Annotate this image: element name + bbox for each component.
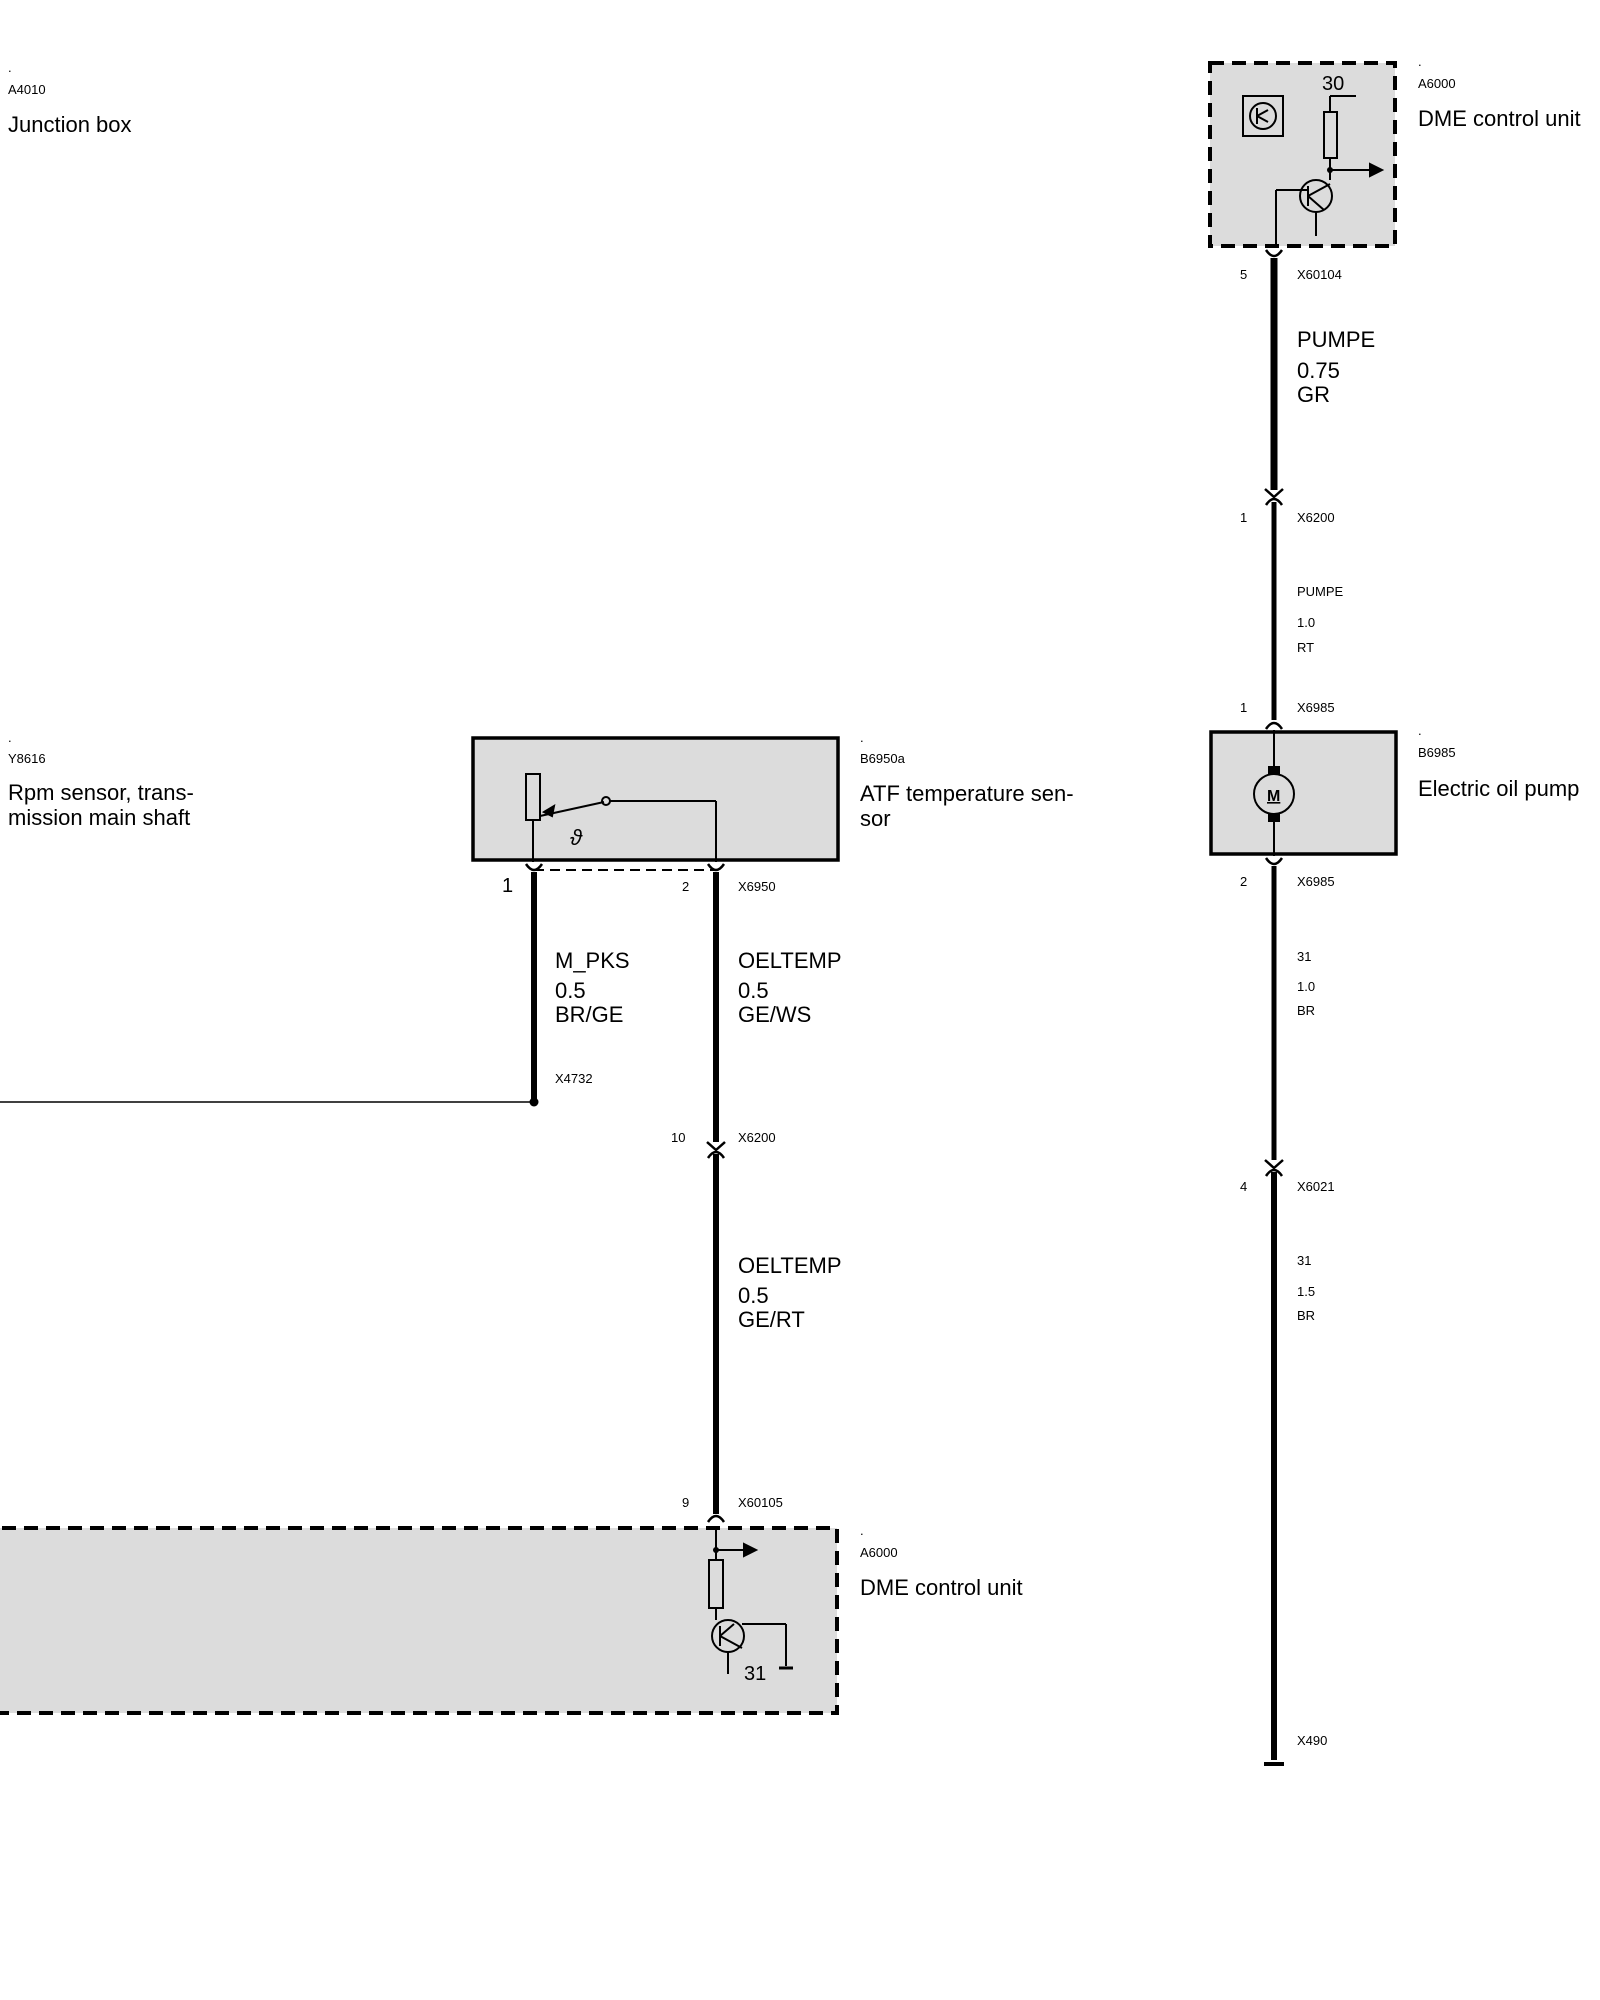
atf-sensor-internal — [525, 773, 717, 871]
junction-box-dot: . — [8, 60, 12, 75]
dme-top-terminal: 30 — [1322, 73, 1344, 95]
motor-brush-bottom — [1268, 814, 1280, 822]
wire-pumpe-075-size: 0.75 — [1297, 358, 1340, 383]
x6200-right-name: X6200 — [1297, 510, 1335, 525]
wire-ground-15-signal: 31 — [1297, 1253, 1311, 1268]
connector-symbols — [524, 249, 1284, 1523]
x6985-bottom-name: X6985 — [1297, 874, 1335, 889]
x6021-name: X6021 — [1297, 1179, 1335, 1194]
dme-bottom-terminal: 31 — [744, 1663, 766, 1685]
dme-bottom-internal — [708, 1528, 787, 1674]
x6200-right-pin: 1 — [1240, 510, 1247, 525]
x4732-name: X4732 — [555, 1071, 593, 1086]
dme-bottom-name: DME control unit — [860, 1575, 1023, 1600]
dme-bottom-box — [0, 1526, 839, 1715]
wire-ground-10-signal: 31 — [1297, 949, 1311, 964]
wire-oeltemp-rt-size: 0.5 — [738, 1283, 769, 1308]
dme-top-name: DME control unit — [1418, 106, 1581, 131]
wire-oeltemp-rt-signal: OELTEMP — [738, 1253, 842, 1278]
dme-top-box — [1208, 61, 1397, 248]
wire-m-pks-color: BR/GE — [555, 1002, 623, 1027]
dme-top-code: A6000 — [1418, 76, 1456, 91]
wire-pumpe-10-size: 1.0 — [1297, 615, 1315, 630]
wire-ground-10-color: BR — [1297, 1003, 1315, 1018]
x6950-name: X6950 — [738, 879, 776, 894]
dme-bottom-node — [713, 1547, 719, 1553]
atf-sensor-dot: . — [860, 730, 864, 745]
wire-ground-15-color: BR — [1297, 1308, 1315, 1323]
dme-top-dot: . — [1418, 54, 1422, 69]
wire-oeltemp-rt-color: GE/RT — [738, 1307, 805, 1332]
wire-oeltemp-ws-color: GE/WS — [738, 1002, 811, 1027]
oil-pump-code: B6985 — [1418, 745, 1456, 760]
x6985-top-name: X6985 — [1297, 700, 1335, 715]
wire-pumpe-075-signal: PUMPE — [1297, 327, 1375, 352]
x60104-name: X60104 — [1297, 267, 1342, 282]
atf-sensor-box — [471, 736, 840, 862]
dme-bottom-dot: . — [860, 1523, 864, 1538]
wire-pumpe-10-color: RT — [1297, 640, 1314, 655]
wire-ground-15-size: 1.5 — [1297, 1284, 1315, 1299]
motor-symbol: M — [1267, 788, 1280, 805]
motor-brush-top — [1268, 766, 1280, 774]
atf-sensor-code: B6950a — [860, 751, 906, 766]
temperature-icon: ϑ — [570, 825, 583, 850]
wire-oeltemp-ws-signal: OELTEMP — [738, 948, 842, 973]
rpm-sensor-name-2: mission main shaft — [8, 805, 190, 830]
dme-top-internal — [1242, 95, 1385, 246]
x60105-name: X60105 — [738, 1495, 783, 1510]
dme-top-node — [1327, 167, 1333, 173]
x60104-pin: 5 — [1240, 267, 1247, 282]
wire-pumpe-075-color: GR — [1297, 382, 1330, 407]
rpm-sensor-dot: . — [8, 730, 12, 745]
wire-ground-10-size: 1.0 — [1297, 979, 1315, 994]
x60105-pin: 9 — [682, 1495, 689, 1510]
x6985-top-pin: 1 — [1240, 700, 1247, 715]
wire-m-pks-size: 0.5 — [555, 978, 586, 1003]
oil-pump-dot: . — [1418, 723, 1422, 738]
junction-box-name: Junction box — [8, 112, 132, 137]
x6950-pin1: 1 — [502, 875, 513, 897]
x490-name: X490 — [1297, 1733, 1327, 1748]
wire-m-pks-signal: M_PKS — [555, 948, 630, 973]
oil-pump-box — [1209, 730, 1398, 856]
dme-bottom-code: A6000 — [860, 1545, 898, 1560]
x6950-pin2: 2 — [682, 879, 689, 894]
rpm-sensor-name-1: Rpm sensor, trans- — [8, 780, 194, 805]
rpm-sensor-code: Y8616 — [8, 751, 46, 766]
atf-sensor-name-1: ATF temperature sen- — [860, 781, 1074, 806]
atf-sensor-name-2: sor — [860, 806, 891, 831]
wire-oeltemp-ws-size: 0.5 — [738, 978, 769, 1003]
x6200-mid-name: X6200 — [738, 1130, 776, 1145]
x6200-mid-pin: 10 — [671, 1130, 685, 1145]
x6985-bottom-pin: 2 — [1240, 874, 1247, 889]
wire-pumpe-10-signal: PUMPE — [1297, 584, 1344, 599]
oil-pump-name: Electric oil pump — [1418, 776, 1579, 801]
x6021-pin: 4 — [1240, 1179, 1247, 1194]
junction-box-code: A4010 — [8, 82, 46, 97]
